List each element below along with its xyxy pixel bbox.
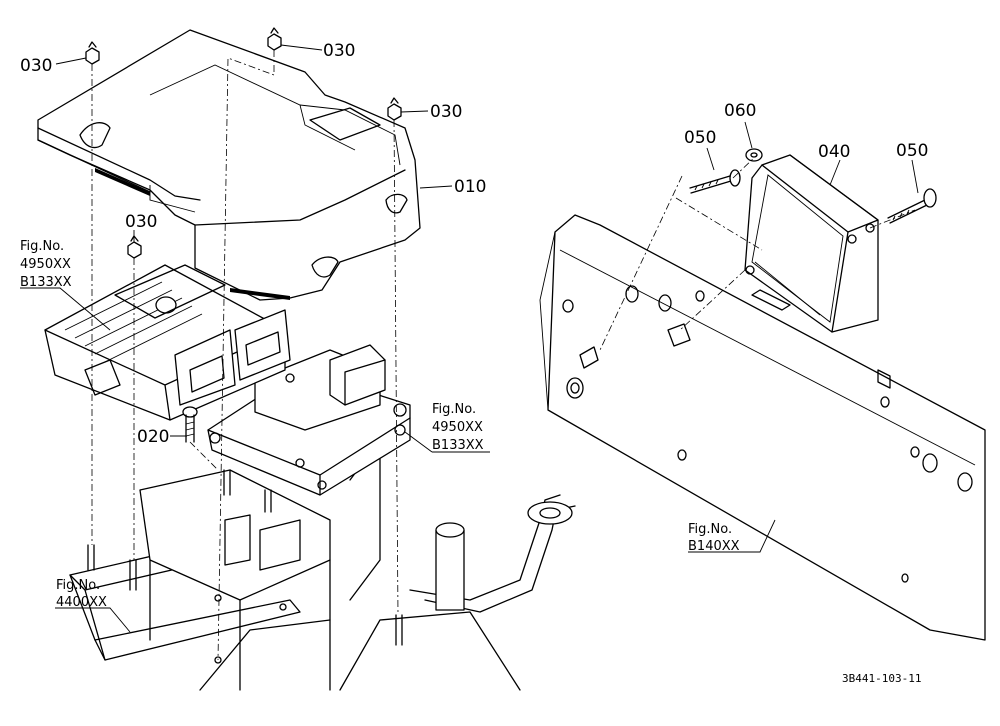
figure-reference: Fig.No. 4950XX B133XX	[432, 402, 484, 453]
figure-reference: Fig.No. 4950XX B133XX	[20, 239, 72, 290]
bolt-icon	[887, 188, 937, 224]
svg-text:B133XX: B133XX	[20, 275, 72, 290]
callout-040: 040	[818, 142, 850, 162]
hex-nut-icon	[85, 41, 100, 65]
control-unit-040	[744, 154, 879, 333]
chassis-frame	[69, 439, 576, 691]
leader-lines	[20, 44, 919, 633]
svg-text:4400XX: 4400XX	[56, 595, 107, 610]
svg-text:Fig.No.: Fig.No.	[688, 522, 732, 537]
svg-text:B140XX: B140XX	[688, 539, 740, 554]
callout-030: 030	[125, 212, 157, 232]
ecu-cover-010	[37, 29, 421, 301]
svg-text:4950XX: 4950XX	[432, 420, 483, 435]
callout-030: 030	[20, 56, 52, 76]
figure-reference: Fig.No. B140XX	[688, 522, 740, 554]
mounting-stud	[87, 469, 403, 646]
callout-020: 020	[137, 427, 169, 447]
callout-050: 050	[896, 141, 928, 161]
callout-030: 030	[323, 41, 355, 61]
assembly-center-lines	[91, 50, 399, 661]
document-id: 3B441-103-11	[842, 672, 921, 685]
svg-text:Fig.No.: Fig.No.	[56, 578, 100, 593]
callout-060: 060	[724, 101, 756, 121]
svg-text:4950XX: 4950XX	[20, 257, 71, 272]
figure-reference: Fig.No. 4400XX	[56, 578, 107, 610]
ecu-bracket	[207, 344, 411, 496]
svg-text:Fig.No.: Fig.No.	[20, 239, 64, 254]
mounting-panel	[539, 214, 986, 641]
hex-nut-icon	[267, 27, 282, 51]
callout-050: 050	[684, 128, 716, 148]
callout-010: 010	[454, 177, 486, 197]
hex-nut-icon	[127, 235, 142, 259]
svg-text:Fig.No.: Fig.No.	[432, 402, 476, 417]
ecu-module	[44, 264, 291, 421]
washer-icon	[745, 148, 763, 162]
bolt-icon	[182, 406, 198, 443]
hex-nut-icon	[387, 97, 402, 121]
bolt-icon	[689, 169, 741, 194]
svg-text:B133XX: B133XX	[432, 438, 484, 453]
callout-030: 030	[430, 102, 462, 122]
